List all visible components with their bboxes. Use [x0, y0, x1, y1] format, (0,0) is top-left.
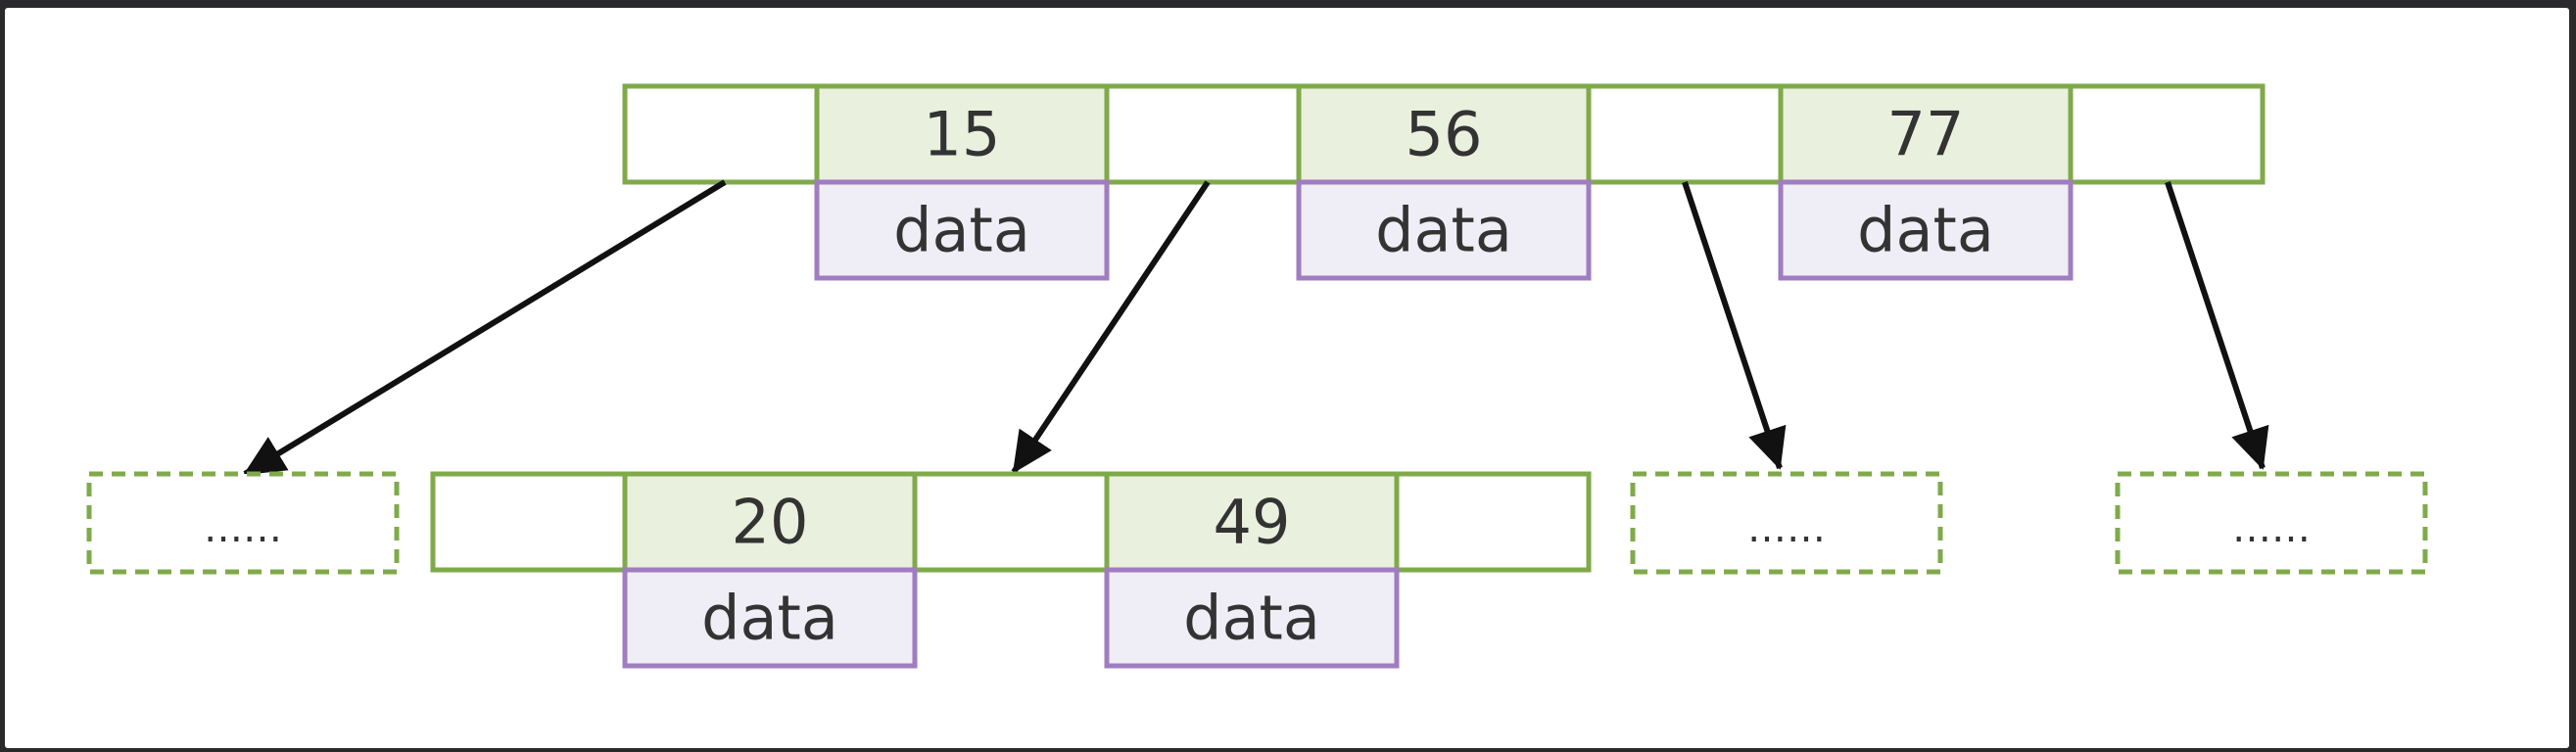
diagram-canvas: 15 56 77 data data data …… …… …… 20 49 [5, 8, 2569, 748]
placeholder-right: …… [2115, 471, 2428, 575]
child-key-1: 49 [1214, 487, 1291, 558]
root-data-label-2: data [1857, 195, 1994, 266]
child-pointer-2 [1394, 471, 1592, 573]
btree-diagram: 15 56 77 data data data …… …… …… 20 49 [86, 83, 2428, 669]
placeholder-middle-dots: …… [1747, 506, 1826, 551]
root-key-1: 56 [1406, 99, 1483, 170]
root-key-cell-0 [814, 83, 1110, 185]
arrow-to-right-placeholder [2165, 181, 2269, 470]
root-data-cell-2 [1778, 179, 2074, 281]
root-pointer-1 [1104, 83, 1302, 185]
placeholder-left: …… [86, 471, 400, 575]
root-pointer-3 [2068, 83, 2266, 185]
root-data-label-0: data [893, 195, 1030, 266]
child-key-0: 20 [732, 487, 809, 558]
child-pointer-0 [430, 471, 628, 573]
child-key-cell-0 [622, 471, 918, 573]
root-data-label-1: data [1375, 195, 1512, 266]
arrow-to-child-node [1011, 180, 1211, 474]
root-key-0: 15 [924, 99, 1001, 170]
root-pointer-2 [1586, 83, 1784, 185]
root-key-2: 77 [1887, 99, 1965, 170]
root-node: 15 56 77 data data data [622, 83, 2266, 281]
placeholder-left-dots: …… [204, 506, 282, 551]
arrow-to-middle-placeholder [1682, 181, 1787, 470]
child-node: 20 49 data data [430, 471, 1592, 669]
child-data-cell-1 [1104, 567, 1400, 669]
root-data-cell-0 [814, 179, 1110, 281]
root-data-cell-1 [1296, 179, 1592, 281]
child-data-label-0: data [701, 583, 838, 654]
root-pointer-0 [622, 83, 820, 185]
placeholder-middle: …… [1630, 471, 1943, 575]
pointer-arrows [243, 179, 2269, 477]
child-data-cell-0 [622, 567, 918, 669]
arrow-to-left-placeholder [243, 179, 727, 477]
placeholder-right-dots: …… [2232, 506, 2311, 551]
child-pointer-1 [912, 471, 1110, 573]
child-data-label-1: data [1183, 583, 1320, 654]
